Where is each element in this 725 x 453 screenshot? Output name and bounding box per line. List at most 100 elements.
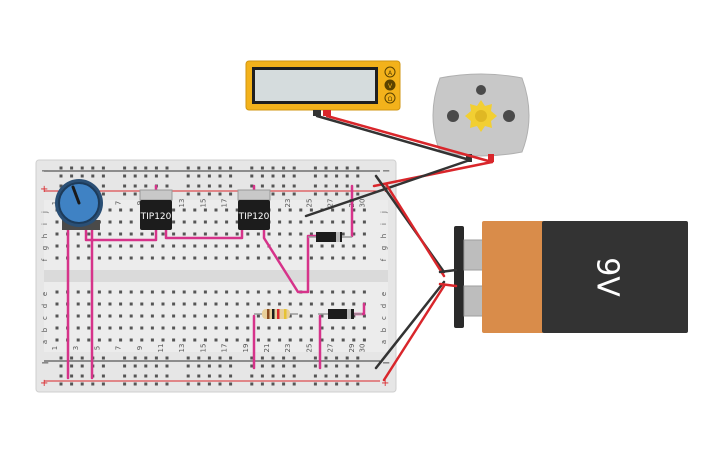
breadboard-hole[interactable] [292, 174, 296, 178]
diode-top[interactable] [308, 232, 352, 242]
multimeter-button-a[interactable]: A [388, 70, 393, 77]
breadboard-hole[interactable] [320, 302, 324, 306]
breadboard-hole[interactable] [313, 356, 317, 360]
breadboard-hole[interactable] [288, 256, 292, 260]
breadboard-hole[interactable] [225, 244, 229, 248]
breadboard-hole[interactable] [76, 326, 80, 330]
breadboard-hole[interactable] [341, 244, 345, 248]
breadboard-hole[interactable] [150, 290, 154, 294]
breadboard-hole[interactable] [140, 244, 144, 248]
breadboard-hole[interactable] [313, 382, 317, 386]
breadboard-hole[interactable] [235, 256, 239, 260]
breadboard-hole[interactable] [182, 208, 186, 212]
breadboard-hole[interactable] [331, 220, 335, 224]
breadboard-hole[interactable] [225, 338, 229, 342]
breadboard-hole[interactable] [108, 290, 112, 294]
breadboard-hole[interactable] [97, 314, 101, 318]
breadboard-hole[interactable] [172, 232, 176, 236]
breadboard-hole[interactable] [55, 314, 59, 318]
breadboard-hole[interactable] [119, 338, 123, 342]
breadboard-hole[interactable] [362, 256, 366, 260]
breadboard-hole[interactable] [140, 314, 144, 318]
breadboard-hole[interactable] [161, 326, 165, 330]
breadboard-hole[interactable] [292, 382, 296, 386]
breadboard-hole[interactable] [76, 314, 80, 318]
breadboard-hole[interactable] [140, 232, 144, 236]
breadboard-hole[interactable] [331, 208, 335, 212]
breadboard-hole[interactable] [197, 192, 201, 196]
breadboard-hole[interactable] [214, 314, 218, 318]
breadboard-hole[interactable] [235, 338, 239, 342]
breadboard-hole[interactable] [324, 184, 328, 188]
breadboard-hole[interactable] [282, 364, 286, 368]
breadboard-hole[interactable] [331, 338, 335, 342]
breadboard-hole[interactable] [288, 290, 292, 294]
breadboard-hole[interactable] [341, 302, 345, 306]
breadboard-hole[interactable] [203, 290, 207, 294]
breadboard-hole[interactable] [229, 192, 233, 196]
breadboard-hole[interactable] [309, 338, 313, 342]
breadboard-hole[interactable] [108, 338, 112, 342]
breadboard-hole[interactable] [203, 256, 207, 260]
breadboard-hole[interactable] [218, 174, 222, 178]
breadboard-hole[interactable] [165, 374, 169, 378]
breadboard-hole[interactable] [292, 356, 296, 360]
potentiometer[interactable] [55, 179, 103, 230]
breadboard-hole[interactable] [59, 382, 63, 386]
breadboard-hole[interactable] [225, 208, 229, 212]
dc-motor[interactable] [432, 73, 530, 162]
breadboard-hole[interactable] [197, 166, 201, 170]
breadboard-hole[interactable] [341, 338, 345, 342]
breadboard-hole[interactable] [352, 302, 356, 306]
breadboard-hole[interactable] [207, 174, 211, 178]
breadboard-hole[interactable] [299, 314, 303, 318]
breadboard-hole[interactable] [335, 184, 339, 188]
breadboard-hole[interactable] [193, 302, 197, 306]
breadboard-hole[interactable] [193, 314, 197, 318]
breadboard-hole[interactable] [161, 302, 165, 306]
breadboard-hole[interactable] [87, 338, 91, 342]
breadboard-hole[interactable] [144, 166, 148, 170]
breadboard-hole[interactable] [80, 174, 84, 178]
breadboard-hole[interactable] [97, 256, 101, 260]
breadboard-hole[interactable] [91, 382, 95, 386]
breadboard-hole[interactable] [108, 256, 112, 260]
breadboard-hole[interactable] [225, 256, 229, 260]
breadboard-hole[interactable] [203, 244, 207, 248]
breadboard-hole[interactable] [193, 338, 197, 342]
breadboard-hole[interactable] [108, 314, 112, 318]
breadboard-hole[interactable] [101, 192, 105, 196]
breadboard-hole[interactable] [97, 338, 101, 342]
breadboard-hole[interactable] [313, 184, 317, 188]
breadboard-hole[interactable] [108, 244, 112, 248]
breadboard-hole[interactable] [140, 326, 144, 330]
resistor[interactable] [254, 309, 298, 319]
breadboard-hole[interactable] [331, 302, 335, 306]
breadboard-hole[interactable] [87, 244, 91, 248]
breadboard-hole[interactable] [97, 244, 101, 248]
breadboard-hole[interactable] [182, 326, 186, 330]
breadboard-hole[interactable] [288, 302, 292, 306]
breadboard-hole[interactable] [150, 314, 154, 318]
breadboard-hole[interactable] [335, 374, 339, 378]
breadboard-hole[interactable] [161, 256, 165, 260]
breadboard-hole[interactable] [76, 338, 80, 342]
breadboard-hole[interactable] [182, 220, 186, 224]
breadboard-hole[interactable] [97, 302, 101, 306]
breadboard-hole[interactable] [55, 244, 59, 248]
breadboard-hole[interactable] [123, 374, 127, 378]
breadboard-hole[interactable] [256, 338, 260, 342]
breadboard-hole[interactable] [362, 208, 366, 212]
breadboard-hole[interactable] [119, 220, 123, 224]
breadboard-hole[interactable] [345, 184, 349, 188]
breadboard-hole[interactable] [246, 326, 250, 330]
breadboard-hole[interactable] [197, 356, 201, 360]
breadboard-hole[interactable] [59, 166, 63, 170]
breadboard-hole[interactable] [70, 374, 74, 378]
breadboard-hole[interactable] [282, 374, 286, 378]
breadboard-hole[interactable] [256, 302, 260, 306]
breadboard-hole[interactable] [362, 338, 366, 342]
breadboard-hole[interactable] [193, 244, 197, 248]
multimeter-button-v[interactable]: V [388, 83, 393, 90]
breadboard-hole[interactable] [278, 232, 282, 236]
